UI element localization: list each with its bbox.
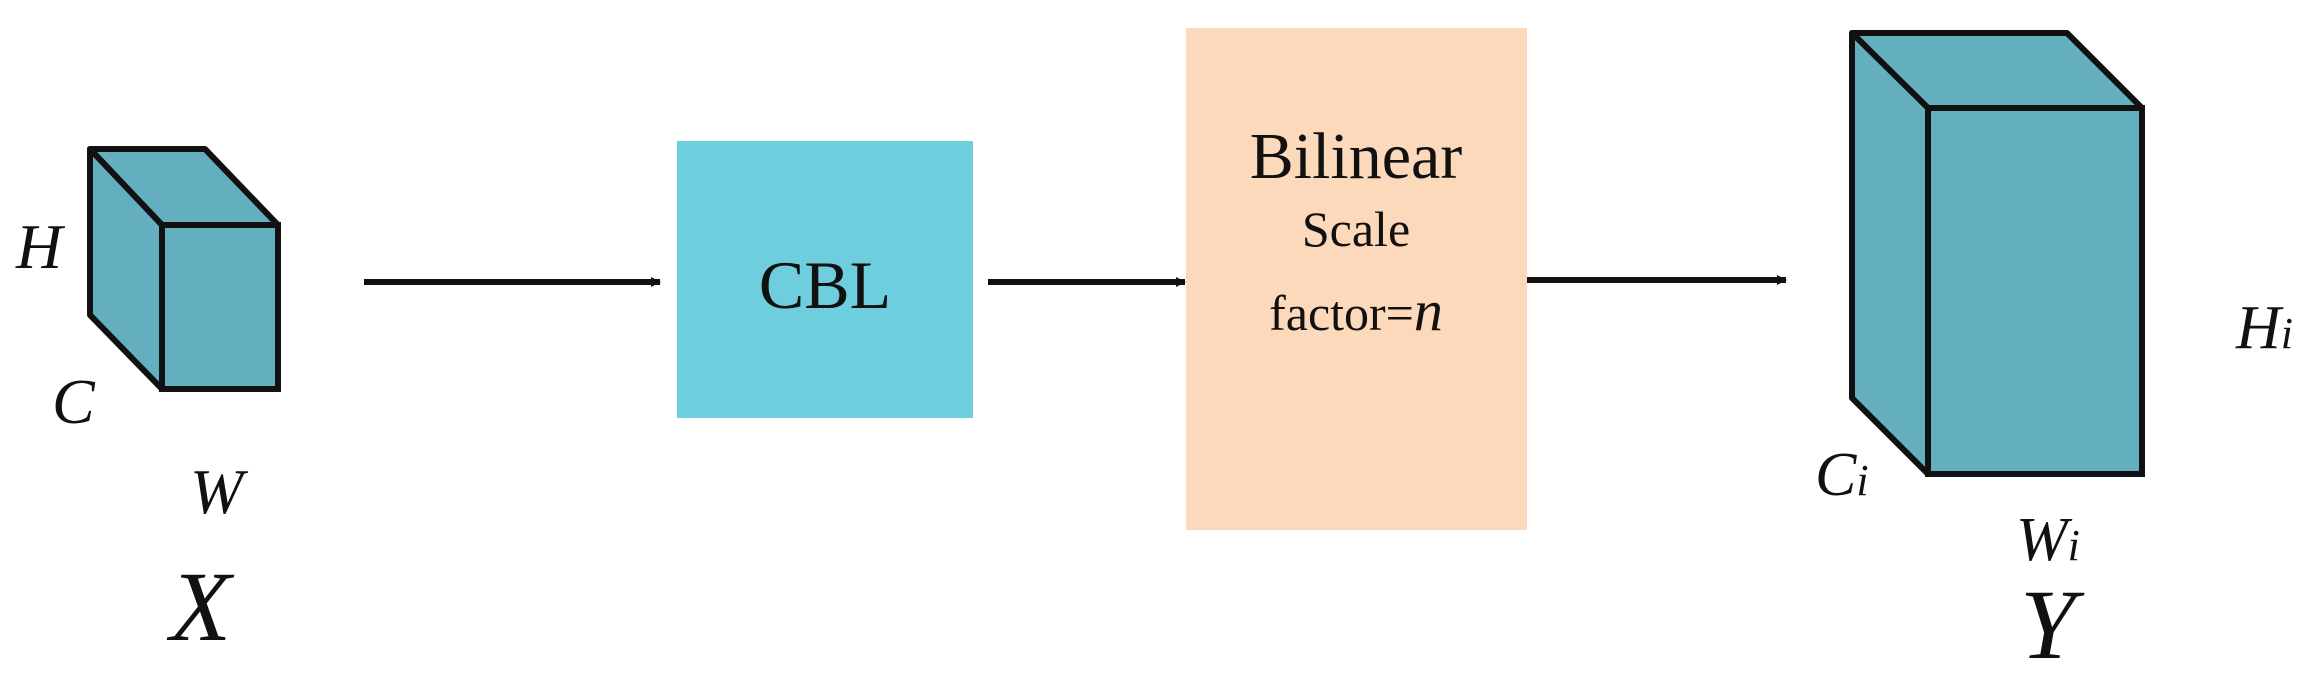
bilinear-factor-label: factor=n (1269, 278, 1443, 343)
cbl-block: CBL (677, 141, 973, 418)
output-cube-front-face (1925, 105, 2145, 477)
output-width-label: Wi (2016, 506, 2080, 574)
output-cube-left-face (1849, 30, 1931, 477)
bilinear-scale-label: Scale (1302, 201, 1410, 257)
output-height-label: Hi (2235, 294, 2293, 362)
output-tensor-cube (1849, 30, 2145, 477)
cbl-block-box (677, 141, 973, 418)
bilinear-title: Bilinear (1250, 120, 1463, 193)
output-tensor-name: Y (2020, 569, 2085, 673)
input-tensor-name: X (166, 551, 235, 662)
input-height-label: H (15, 211, 66, 282)
output-channels-label: Ci (1815, 441, 1869, 509)
bilinear-upsample-block: Bilinear Scale factor=n (1186, 28, 1527, 530)
input-tensor-cube (87, 146, 281, 392)
input-cube-front-face (159, 222, 281, 392)
input-width-label: W (190, 456, 249, 527)
input-channels-label: C (52, 366, 96, 437)
bilinear-block-box (1186, 28, 1527, 530)
cbl-block-label: CBL (759, 247, 891, 323)
